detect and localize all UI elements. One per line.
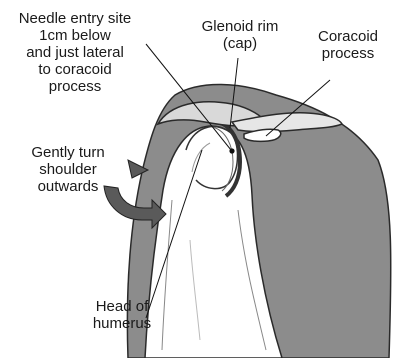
turn-shoulder-label: Gently turn shoulder outwards [20,144,116,195]
head-of-humerus-label: Head of humerus [84,298,160,332]
coracoid-process-label: Coracoid process [306,28,390,62]
glenoid-rim-label: Glenoid rim (cap) [190,18,290,52]
needle-entry-label: Needle entry site 1cm below and just lat… [5,10,145,95]
